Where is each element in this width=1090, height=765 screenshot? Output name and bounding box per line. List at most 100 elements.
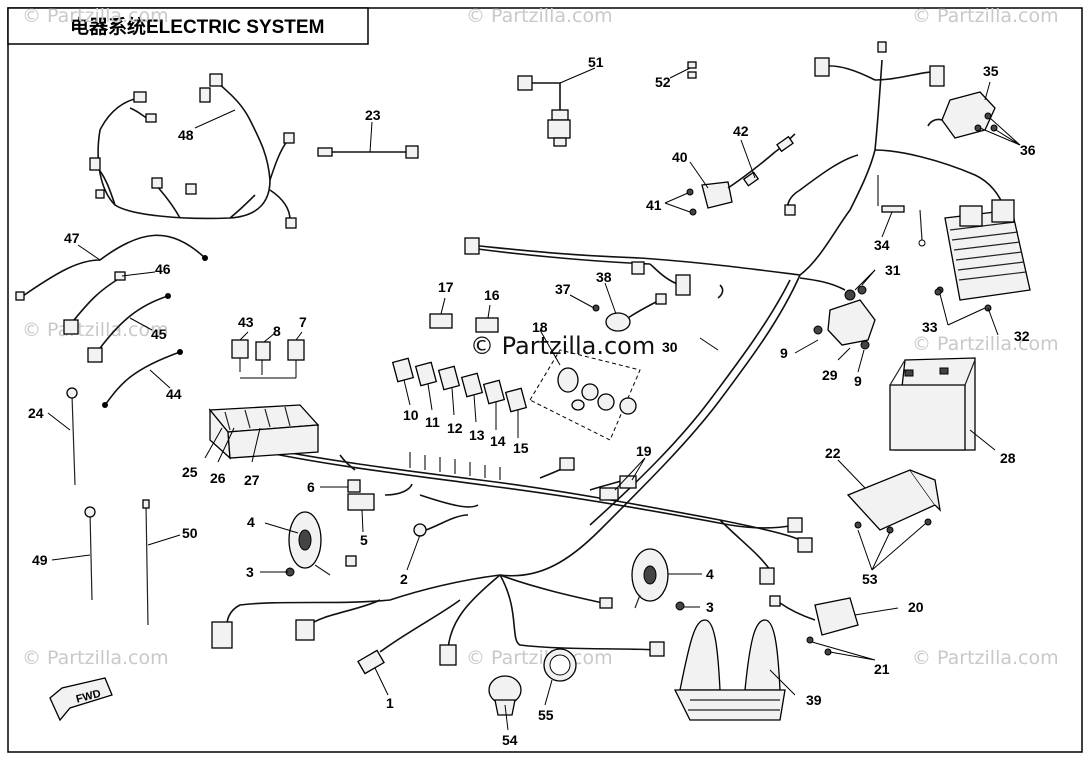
callout-25: 25 (182, 464, 198, 480)
watermark: © Partzilla.com (466, 647, 613, 669)
cables-44-47 (15, 234, 208, 408)
callout-11: 11 (425, 414, 440, 430)
leader-lines (47, 67, 1021, 731)
harness-connectors (211, 41, 945, 666)
diagram-title: 电器系统ELECTRIC SYSTEM (70, 15, 324, 38)
callout-43: 43 (238, 314, 254, 330)
fwd-arrow: FWD (49, 677, 113, 722)
part-40-42 (686, 133, 796, 216)
callout-1: 1 (386, 695, 394, 711)
callout-40: 40 (672, 149, 688, 165)
callout-2: 2 (400, 571, 408, 587)
callout-4: 4 (706, 566, 714, 582)
callout-3: 3 (246, 564, 254, 580)
callout-9: 9 (780, 345, 788, 361)
callout-5: 5 (360, 532, 368, 548)
callout-15: 15 (513, 440, 529, 456)
part-28-battery (889, 357, 976, 451)
callout-45: 45 (151, 326, 167, 342)
callout-27: 27 (244, 472, 260, 488)
cable-ties (66, 387, 150, 626)
callout-17: 17 (438, 279, 454, 295)
callout-10: 10 (403, 407, 419, 423)
callout-29: 29 (822, 367, 838, 383)
part-51-sensor (517, 75, 571, 147)
watermark: © Partzilla.com (912, 647, 1059, 669)
part-38 (592, 293, 667, 332)
callout-50: 50 (182, 525, 198, 541)
part-4-horn (288, 511, 669, 609)
callout-19: 19 (636, 443, 652, 459)
callout-4: 4 (247, 514, 255, 530)
callout-23: 23 (365, 107, 381, 123)
callout-37: 37 (555, 281, 571, 297)
part-3-bolt (285, 567, 685, 611)
callout-6: 6 (307, 479, 315, 495)
title-box (7, 7, 369, 45)
callout-52: 52 (655, 74, 671, 90)
callout-30: 30 (662, 339, 678, 355)
watermark: © Partzilla.com (466, 5, 613, 27)
callout-49: 49 (32, 552, 48, 568)
callout-46: 46 (155, 261, 171, 277)
callout-41: 41 (646, 197, 662, 213)
callout-14: 14 (490, 433, 506, 449)
part-18-kit (529, 349, 641, 441)
watermark: © Partzilla.com (912, 333, 1059, 355)
part-2 (413, 514, 469, 537)
callout-20: 20 (908, 599, 924, 615)
callout-32: 32 (1014, 328, 1030, 344)
part-5-6 (347, 479, 375, 511)
callout-38: 38 (596, 269, 612, 285)
part-20 (769, 595, 859, 656)
diagram-frame (7, 7, 1083, 753)
callout-55: 55 (538, 707, 554, 723)
callout-54: 54 (502, 732, 518, 748)
callout-39: 39 (806, 692, 822, 708)
callout-42: 42 (733, 123, 749, 139)
switches-10-15 (391, 357, 528, 413)
main-harness (226, 59, 1006, 651)
callout-51: 51 (588, 54, 604, 70)
part-32-regulator (936, 199, 1031, 312)
part-22-ecu (846, 469, 941, 534)
part-39-strap (673, 619, 786, 721)
callout-26: 26 (210, 470, 226, 486)
part-1 (357, 599, 461, 675)
cable-23 (317, 145, 419, 159)
callout-24: 24 (28, 405, 44, 421)
harness-48 (89, 73, 297, 229)
callout-12: 12 (447, 420, 463, 436)
watermarks: © Partzilla.com © Partzilla.com © Partzi… (22, 5, 1059, 669)
callout-44: 44 (166, 386, 182, 402)
callout-18: 18 (532, 319, 548, 335)
callout-16: 16 (484, 287, 500, 303)
callout-36: 36 (1020, 142, 1036, 158)
parts-54-55 (488, 648, 577, 716)
watermark: © Partzilla.com (912, 5, 1059, 27)
callout-21: 21 (874, 661, 890, 677)
callout-31: 31 (885, 262, 901, 278)
callout-34: 34 (874, 237, 890, 253)
screws (934, 288, 942, 296)
callout-22: 22 (825, 445, 841, 461)
callout-8: 8 (273, 323, 281, 339)
part-34 (877, 175, 926, 247)
callouts: 1 2 3 3 4 4 5 6 7 8 9 9 10 11 12 13 14 1… (28, 54, 1036, 748)
callout-28: 28 (1000, 450, 1016, 466)
part-fuse-box (208, 404, 320, 460)
callout-7: 7 (299, 314, 307, 330)
watermark: © Partzilla.com (22, 319, 169, 341)
callout-3: 3 (706, 599, 714, 615)
callout-33: 33 (922, 319, 938, 335)
callout-53: 53 (862, 571, 878, 587)
watermark: © Partzilla.com (22, 5, 169, 27)
watermark: © Partzilla.com (22, 647, 169, 669)
part-29-relay (799, 277, 876, 350)
callout-47: 47 (64, 230, 80, 246)
part-52 (687, 61, 697, 79)
callout-48: 48 (178, 127, 194, 143)
callout-35: 35 (983, 63, 999, 79)
